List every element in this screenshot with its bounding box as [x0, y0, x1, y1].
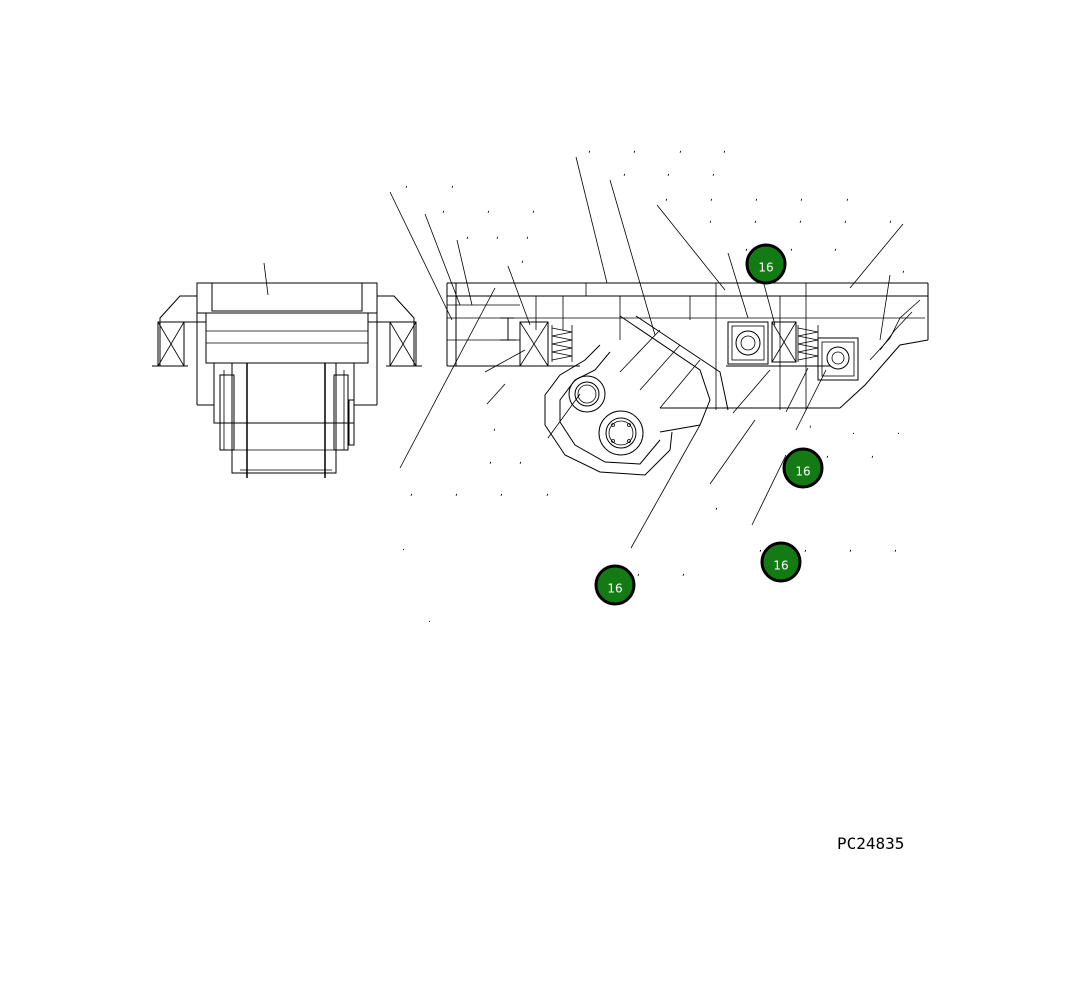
svg-text:,: ,	[521, 255, 524, 265]
svg-text:,: ,	[889, 215, 892, 225]
svg-text:,: ,	[902, 265, 905, 275]
svg-text:.: .	[852, 427, 855, 437]
svg-text:,: ,	[633, 145, 636, 155]
callout-16-lower-right[interactable]: 16	[760, 541, 802, 583]
svg-text:,: ,	[405, 180, 408, 190]
svg-text:,: ,	[849, 544, 852, 554]
svg-text:,: ,	[834, 243, 837, 253]
svg-text:,: ,	[451, 180, 454, 190]
svg-text:,: ,	[519, 456, 522, 466]
svg-text:,: ,	[442, 205, 445, 215]
svg-text:,: ,	[665, 193, 668, 203]
svg-text:,: ,	[455, 488, 458, 498]
callout-marker[interactable]	[594, 564, 636, 606]
svg-text:,: ,	[826, 450, 829, 460]
svg-text:,: ,	[623, 168, 626, 178]
svg-text:,: ,	[723, 145, 726, 155]
svg-text:,: ,	[759, 544, 762, 554]
svg-text:,: ,	[667, 168, 670, 178]
svg-text:': '	[809, 425, 811, 435]
part-number-label: PC24835	[837, 834, 904, 853]
callout-16-right[interactable]: 16	[782, 447, 824, 489]
callout-16-bottom[interactable]: 16	[594, 564, 636, 606]
svg-text:,: ,	[493, 423, 496, 433]
svg-text:.: .	[428, 615, 431, 625]
callout-marker[interactable]	[760, 541, 802, 583]
svg-text:,: ,	[755, 193, 758, 203]
side-view	[446, 282, 929, 476]
svg-text:,: ,	[679, 145, 682, 155]
svg-text:,: ,	[466, 231, 469, 241]
svg-text:,: ,	[745, 243, 748, 253]
svg-text:,: ,	[800, 193, 803, 203]
svg-text:,: ,	[588, 145, 591, 155]
svg-text:,: ,	[799, 215, 802, 225]
svg-text:,: ,	[710, 193, 713, 203]
callout-16-top[interactable]: 16	[745, 243, 787, 285]
svg-text:,: ,	[715, 502, 718, 512]
svg-text:.: .	[402, 543, 405, 553]
svg-text:,: ,	[709, 215, 712, 225]
svg-text:,: ,	[410, 488, 413, 498]
end-view	[152, 262, 422, 478]
svg-text:,: ,	[682, 568, 685, 578]
tick-marks: , , , , , , , , , , , , , , , , , , , , …	[402, 145, 905, 625]
svg-text:.: .	[897, 427, 900, 437]
callout-marker[interactable]	[745, 243, 787, 285]
svg-text:,: ,	[496, 231, 499, 241]
svg-text:,: ,	[500, 488, 503, 498]
svg-text:,: ,	[712, 168, 715, 178]
svg-text:,: ,	[637, 568, 640, 578]
svg-text:,: ,	[804, 544, 807, 554]
callout-marker[interactable]	[782, 447, 824, 489]
svg-text:,: ,	[546, 488, 549, 498]
svg-text:,: ,	[894, 544, 897, 554]
svg-text:,: ,	[871, 450, 874, 460]
svg-text:,: ,	[487, 205, 490, 215]
svg-text:,: ,	[754, 215, 757, 225]
svg-text:,: ,	[532, 205, 535, 215]
svg-text:,: ,	[790, 243, 793, 253]
svg-text:,: ,	[526, 231, 529, 241]
leader-lines	[389, 156, 904, 549]
svg-text:,: ,	[489, 456, 492, 466]
svg-text:,: ,	[844, 215, 847, 225]
svg-text:,: ,	[846, 193, 849, 203]
